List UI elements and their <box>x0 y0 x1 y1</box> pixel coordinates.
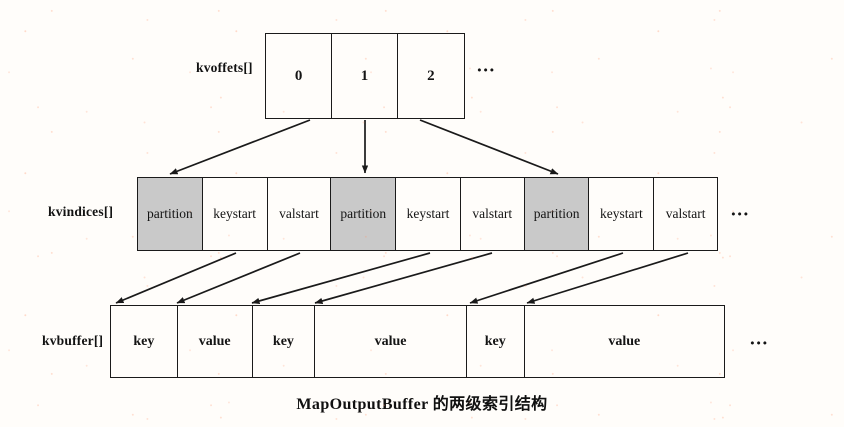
kvindices-cell-valstart-2: valstart <box>665 206 706 221</box>
kvoffsets-label: kvoffets[] <box>196 60 253 75</box>
kvindices-array: partition keystart valstart partition ke… <box>137 177 718 251</box>
kvbuffer-cell-key-2: key <box>467 306 525 377</box>
kvindices-ellipsis: ... <box>731 199 750 221</box>
kvbuffer-ellipsis: ... <box>750 328 769 350</box>
kvindices-cell-keystart-1: keystart <box>396 178 461 250</box>
kvindices-cell-valstart-1: valstart <box>461 178 525 250</box>
kvindices-cell-keystart-2: keystart <box>589 178 655 250</box>
arrow-valstart1-to-value1 <box>314 252 493 305</box>
kvindices-cell-keystart-0: keystart <box>203 178 268 250</box>
figure-caption: MapOutputBuffer 的两级索引结构 <box>296 396 548 413</box>
arrow-valstart2-to-value2 <box>526 252 689 304</box>
kvbuffer-label: kvbuffer[] <box>42 333 104 348</box>
arrow-group-offsets-to-indices <box>169 119 559 175</box>
arrow-offset2-to-partition2 <box>419 119 559 175</box>
kvoffsets-array: 0 1 2 <box>265 33 465 119</box>
kvoffsets-cell-2: 2 <box>427 67 435 84</box>
kvbuffer-array: key value key value key value <box>110 305 725 378</box>
kvbuffer-cell-value-1: value <box>315 306 467 377</box>
kvoffsets-cell-0: 0 <box>266 34 333 118</box>
kvindices-cell-partition-2: partition <box>524 178 590 250</box>
kvbuffer-cell-key-0: key <box>111 306 178 377</box>
kvbuffer-cell-value-2: value <box>608 333 641 349</box>
arrow-keystart0-to-key0 <box>115 252 237 304</box>
arrow-keystart1-to-key1 <box>251 252 431 305</box>
arrow-valstart0-to-value0 <box>176 252 301 304</box>
kvbuffer-cell-key-1: key <box>253 306 316 377</box>
arrow-offset0-to-partition0 <box>169 119 311 175</box>
kvindices-cell-partition-0: partition <box>138 178 203 250</box>
kvindices-cell-partition-1: partition <box>331 178 397 250</box>
kvoffsets-cell-1: 1 <box>332 34 398 118</box>
kvindices-cell-valstart-0: valstart <box>268 178 332 250</box>
kvbuffer-cell-value-0: value <box>178 306 253 377</box>
kvindices-label: kvindices[] <box>48 204 114 219</box>
arrow-group-indices-to-buffer <box>115 252 689 305</box>
arrow-keystart2-to-key2 <box>469 252 624 304</box>
kvoffsets-ellipsis: ... <box>477 55 496 77</box>
